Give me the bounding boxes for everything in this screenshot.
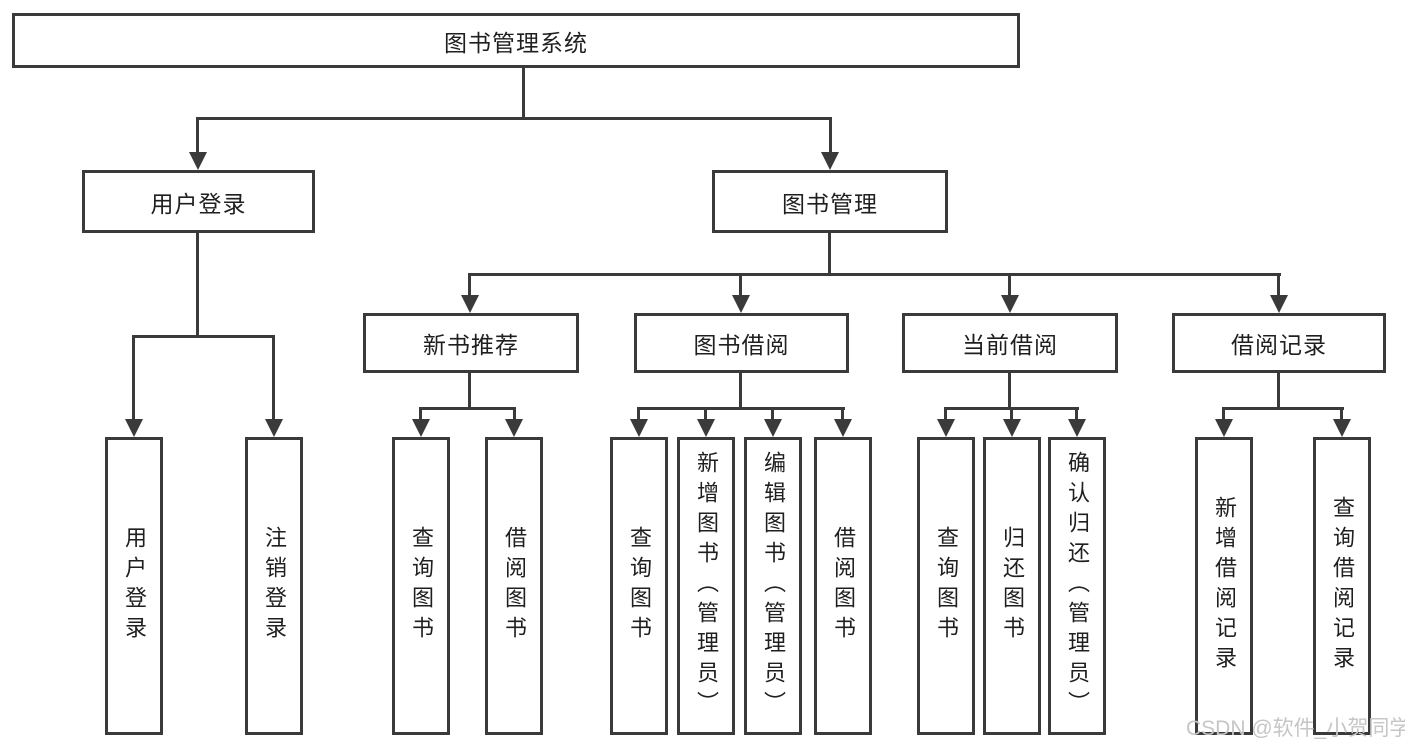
connector-new-book-drop-2 xyxy=(513,407,516,421)
arrow-down-icon xyxy=(937,419,955,437)
leaf-user-login-label: 用户登录 xyxy=(122,526,147,646)
node-root: 图书管理系统 xyxy=(12,13,1020,68)
connector-book-borrow-drop-3 xyxy=(771,407,774,421)
node-book-borrow: 图书借阅 xyxy=(634,313,849,373)
leaf-query-book-under-book-borrow: 查询图书 xyxy=(610,437,668,735)
leaf-user-login: 用户登录 xyxy=(105,437,163,735)
connector-root-hline xyxy=(196,117,832,120)
connector-current-borrow-drop-1 xyxy=(944,407,947,421)
leaf-borrow-book-label: 借阅图书 xyxy=(502,526,527,646)
connector-root-stem xyxy=(522,68,525,120)
leaf-edit-book-admin-label: 编辑图书（管理员） xyxy=(761,451,786,721)
connector-book-borrow-hline xyxy=(637,407,845,410)
leaf-edit-book-admin: 编辑图书（管理员） xyxy=(744,437,802,735)
connector-borrow-record-stem xyxy=(1277,373,1280,410)
leaf-add-borrow-record-label: 新增借阅记录 xyxy=(1212,496,1237,676)
connector-book-borrow-drop-1 xyxy=(637,407,640,421)
leaf-logout-label: 注销登录 xyxy=(262,526,287,646)
arrow-down-icon xyxy=(1270,295,1288,313)
connector-user-login-hline xyxy=(132,335,275,338)
leaf-query-borrow-record-label: 查询借阅记录 xyxy=(1330,496,1355,676)
connector-current-borrow-drop-2 xyxy=(1010,407,1013,421)
connector-new-book-hline xyxy=(419,407,516,410)
arrow-down-icon xyxy=(1068,419,1086,437)
connector-user-login-drop-2 xyxy=(272,335,275,421)
leaf-logout: 注销登录 xyxy=(245,437,303,735)
connector-book-mgmt-drop-4 xyxy=(1277,273,1280,297)
leaf-query-book-label: 查询图书 xyxy=(627,526,652,646)
connector-book-borrow-stem xyxy=(739,373,742,410)
node-new-book-recommend-label: 新书推荐 xyxy=(423,332,519,358)
arrow-down-icon xyxy=(265,419,283,437)
node-book-management: 图书管理 xyxy=(712,170,948,233)
arrow-down-icon xyxy=(1215,419,1233,437)
connector-book-mgmt-drop-3 xyxy=(1008,273,1011,297)
arrow-down-icon xyxy=(125,419,143,437)
arrow-down-icon xyxy=(1003,419,1021,437)
connector-book-mgmt-drop-1 xyxy=(468,273,471,297)
connector-user-login-stem xyxy=(196,233,199,338)
node-book-management-label: 图书管理 xyxy=(782,190,878,217)
arrow-down-icon xyxy=(1001,295,1019,313)
connector-book-borrow-drop-4 xyxy=(841,407,844,421)
node-borrow-record-label: 借阅记录 xyxy=(1231,332,1327,358)
connector-current-borrow-drop-3 xyxy=(1075,407,1078,421)
connector-root-drop-right xyxy=(829,117,832,154)
node-current-borrow-label: 当前借阅 xyxy=(962,332,1058,358)
node-new-book-recommend: 新书推荐 xyxy=(363,313,579,373)
leaf-query-borrow-record: 查询借阅记录 xyxy=(1313,437,1371,735)
connector-borrow-record-drop-1 xyxy=(1222,407,1225,421)
node-book-borrow-label: 图书借阅 xyxy=(693,332,790,358)
connector-borrow-record-hline xyxy=(1222,407,1344,410)
node-user-login: 用户登录 xyxy=(82,170,315,233)
leaf-return-book: 归还图书 xyxy=(983,437,1041,735)
csdn-watermark: CSDN @软件_小贺同学 xyxy=(1186,717,1405,740)
connector-book-mgmt-drop-2 xyxy=(739,273,742,297)
connector-book-borrow-drop-2 xyxy=(704,407,707,421)
arrow-down-icon xyxy=(732,295,750,313)
leaf-confirm-return-admin-label: 确认归还（管理员） xyxy=(1065,451,1090,721)
connector-borrow-record-drop-2 xyxy=(1340,407,1343,421)
arrow-down-icon xyxy=(697,419,715,437)
arrow-down-icon xyxy=(461,295,479,313)
node-user-login-label: 用户登录 xyxy=(150,190,247,217)
leaf-borrow-book-under-book-borrow: 借阅图书 xyxy=(814,437,872,735)
leaf-borrow-book-label: 借阅图书 xyxy=(831,526,856,646)
leaf-confirm-return-admin: 确认归还（管理员） xyxy=(1048,437,1106,735)
arrow-down-icon xyxy=(821,152,839,170)
arrow-down-icon xyxy=(1333,419,1351,437)
leaf-return-book-label: 归还图书 xyxy=(1000,526,1025,646)
leaf-add-borrow-record: 新增借阅记录 xyxy=(1195,437,1253,735)
node-borrow-record: 借阅记录 xyxy=(1172,313,1386,373)
connector-new-book-drop-1 xyxy=(419,407,422,421)
connector-new-book-stem xyxy=(468,373,471,410)
arrow-down-icon xyxy=(412,419,430,437)
leaf-add-book-admin-label: 新增图书（管理员） xyxy=(694,451,719,721)
arrow-down-icon xyxy=(630,419,648,437)
node-current-borrow: 当前借阅 xyxy=(902,313,1118,373)
connector-book-mgmt-stem xyxy=(828,233,831,276)
leaf-add-book-admin: 新增图书（管理员） xyxy=(677,437,735,735)
connector-book-mgmt-hline xyxy=(468,273,1281,276)
leaf-query-book-label: 查询图书 xyxy=(409,526,434,646)
connector-root-drop-left xyxy=(196,117,199,154)
arrow-down-icon xyxy=(834,419,852,437)
node-root-label: 图书管理系统 xyxy=(444,29,588,56)
leaf-query-book-under-new-book: 查询图书 xyxy=(392,437,450,735)
connector-current-borrow-stem xyxy=(1008,373,1011,410)
leaf-borrow-book-under-new-book: 借阅图书 xyxy=(485,437,543,735)
arrow-down-icon xyxy=(764,419,782,437)
leaf-query-book-label: 查询图书 xyxy=(934,526,959,646)
arrow-down-icon xyxy=(189,152,207,170)
arrow-down-icon xyxy=(505,419,523,437)
leaf-query-book-under-current-borrow: 查询图书 xyxy=(917,437,975,735)
connector-user-login-drop-1 xyxy=(132,335,135,421)
